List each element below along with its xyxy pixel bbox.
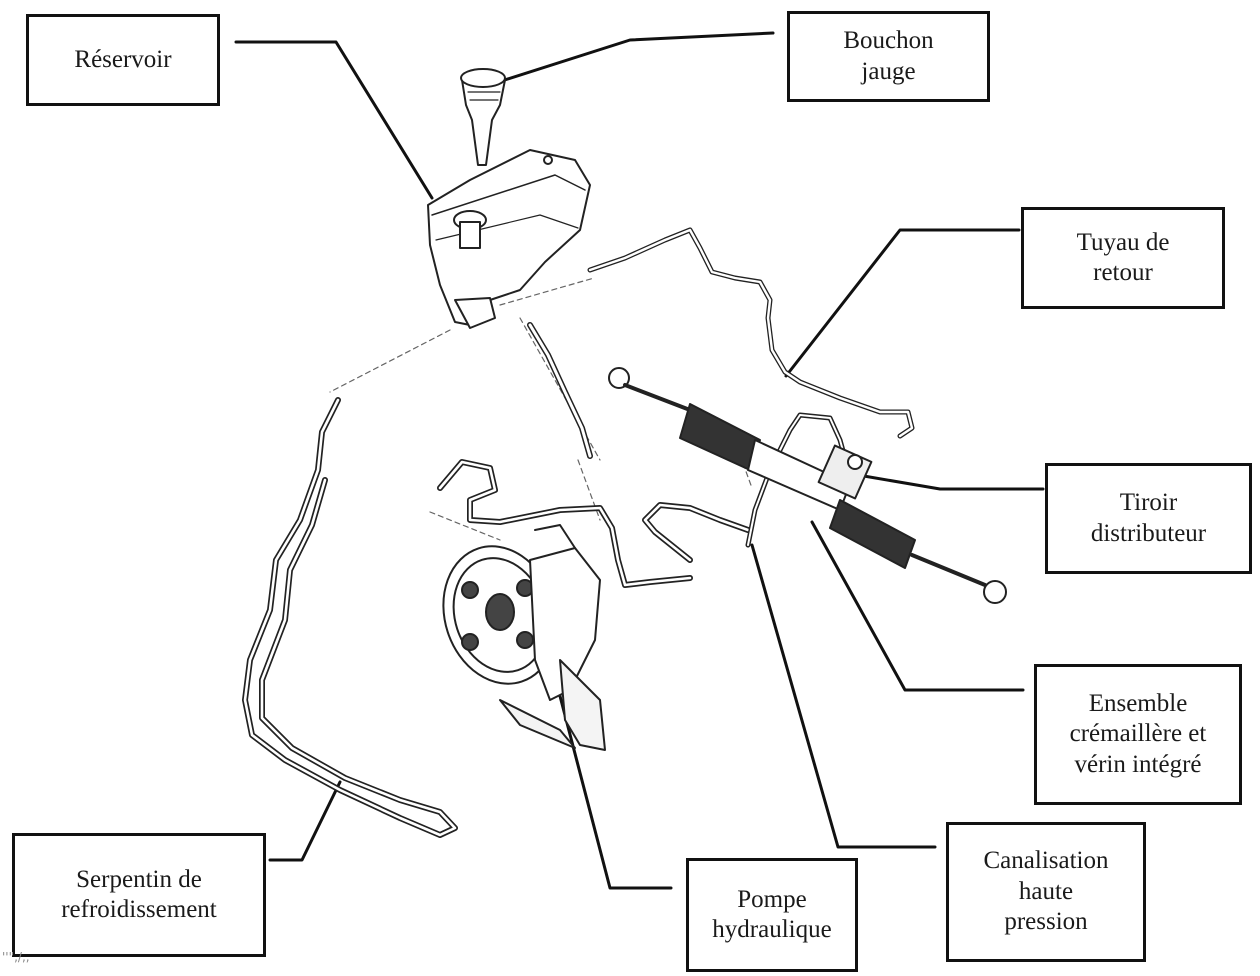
cooling-coil	[242, 397, 458, 838]
corner-mark: ''",/,,	[2, 950, 30, 964]
leader-pompe	[546, 648, 673, 890]
label-ensemble-cremaillere-text: Ensemble crémaillère et vérin intégré	[1069, 689, 1207, 778]
reservoir-drawing	[427, 68, 591, 329]
leader-reservoir	[234, 40, 434, 200]
hydraulic-pump	[442, 524, 606, 751]
dashed-connections	[329, 277, 753, 541]
label-pompe-hydraulique: Pompe hydraulique	[686, 858, 858, 972]
label-tiroir-distributeur: Tiroir distributeur	[1045, 463, 1252, 574]
label-tuyau-retour-text: Tuyau de retour	[1076, 228, 1170, 287]
leader-tiroir	[856, 473, 1045, 491]
label-tuyau-retour: Tuyau de retour	[1021, 207, 1225, 309]
leader-lines	[234, 31, 1045, 890]
leader-tuyau	[784, 228, 1021, 378]
label-canalisation-text: Canalisation haute pression	[983, 847, 1109, 936]
label-canalisation-haute-pression: Canalisation haute pression	[946, 822, 1146, 962]
label-reservoir-text: Réservoir	[74, 45, 172, 73]
label-pompe-hydraulique-text: Pompe hydraulique	[712, 885, 832, 944]
leader-serpentin	[268, 780, 342, 862]
label-serpentin-text: Serpentin de refroidissement	[61, 865, 217, 924]
label-tiroir-distributeur-text: Tiroir distributeur	[1090, 489, 1207, 547]
label-ensemble-cremaillere: Ensemble crémaillère et vérin intégré	[1034, 664, 1242, 805]
leader-canalisation	[750, 543, 937, 849]
leader-ensemble	[810, 520, 1025, 692]
leader-bouchon	[490, 31, 775, 86]
label-reservoir: Réservoir	[26, 14, 220, 106]
label-bouchon-jauge-text: Bouchon jauge	[843, 27, 934, 85]
label-bouchon-jauge: Bouchon jauge	[787, 11, 990, 102]
label-serpentin-refroidissement: Serpentin de refroidissement	[12, 833, 266, 957]
steering-rack	[608, 367, 1007, 604]
